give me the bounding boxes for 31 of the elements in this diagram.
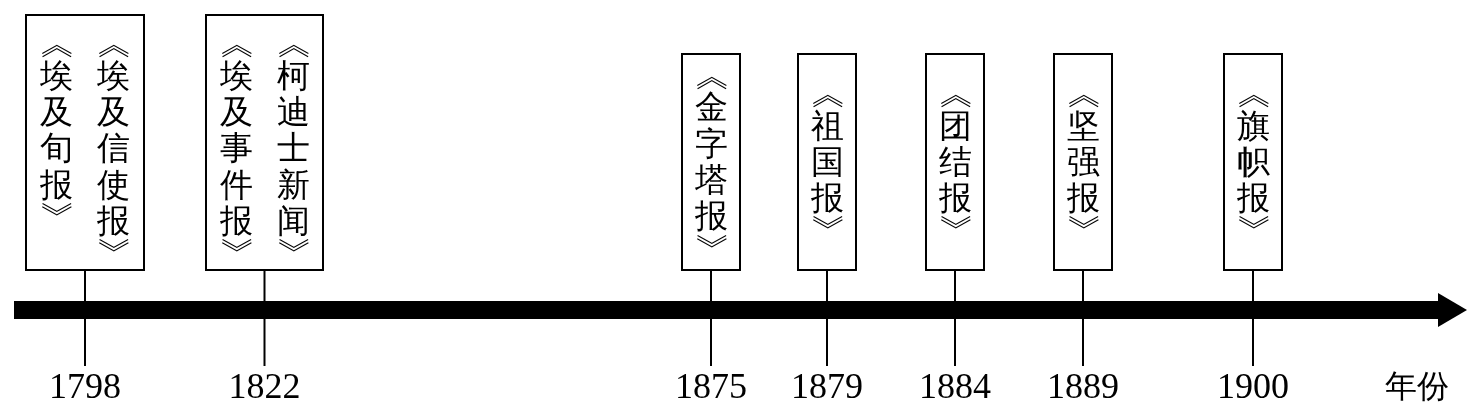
newspaper-box [1223, 53, 1283, 271]
year-label: 1884 [919, 366, 991, 406]
connector-line [710, 270, 712, 367]
connector-line [84, 270, 86, 367]
newspaper-box [1053, 53, 1113, 271]
newspaper-title: 《旗帜报》 [1236, 77, 1270, 247]
year-label: 1879 [791, 366, 863, 406]
newspaper-box [925, 53, 985, 271]
newspaper-title: 《埃及事件报》 [219, 28, 253, 269]
connector-line [954, 270, 956, 367]
newspaper-title: 《埃及信使报》 [97, 28, 130, 269]
connector-line [826, 270, 828, 367]
year-label: 1900 [1217, 366, 1289, 406]
newspaper-title: 《金字塔报》 [694, 59, 728, 265]
year-label: 1889 [1047, 366, 1119, 406]
newspaper-title: 《坚强报》 [1066, 77, 1100, 247]
newspaper-box [205, 14, 324, 271]
newspaper-box [681, 53, 741, 271]
newspaper-title: 《祖国报》 [810, 77, 844, 247]
connector-line [1252, 270, 1254, 367]
newspaper-title: 《埃及旬报》 [40, 28, 73, 233]
newspaper-box [797, 53, 857, 271]
axis-label: 年份 [1385, 366, 1449, 406]
connector-line [1082, 270, 1084, 367]
year-label: 1798 [49, 366, 121, 406]
year-label: 1822 [228, 366, 301, 406]
newspaper-title: 《团结报》 [938, 77, 972, 247]
year-label: 1875 [675, 366, 747, 406]
newspaper-box [25, 14, 145, 271]
newspaper-title: 《柯迪士新闻》 [276, 28, 310, 269]
connector-line [263, 270, 266, 367]
